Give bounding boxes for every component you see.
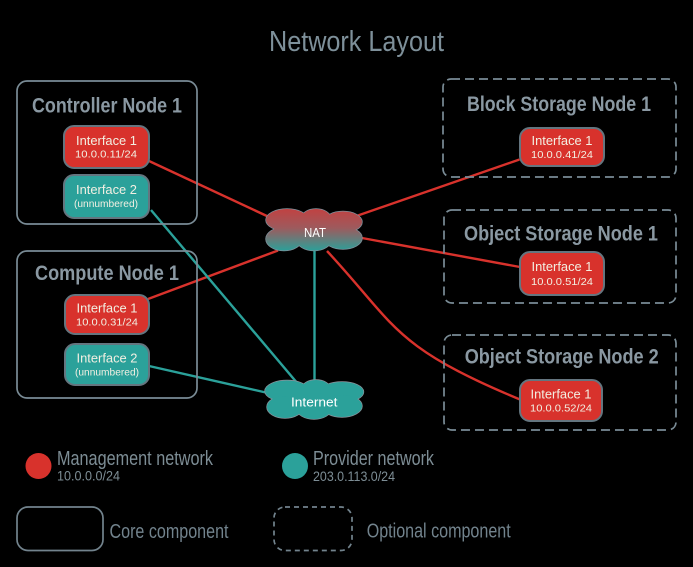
svg-text:Optional component: Optional component	[367, 521, 511, 543]
svg-text:Interface 1: Interface 1	[531, 388, 592, 402]
svg-text:Block Storage Node 1: Block Storage Node 1	[467, 92, 651, 116]
svg-text:Provider network: Provider network	[313, 448, 435, 470]
svg-text:Object Storage Node 2: Object Storage Node 2	[465, 345, 659, 369]
svg-text:203.0.113.0/24: 203.0.113.0/24	[313, 468, 395, 484]
svg-text:(unnumbered): (unnumbered)	[75, 367, 139, 379]
svg-text:10.0.0.41/24: 10.0.0.41/24	[531, 149, 593, 161]
svg-text:Management network: Management network	[57, 448, 214, 470]
svg-text:Controller Node 1: Controller Node 1	[32, 93, 182, 117]
svg-text:Interface 1: Interface 1	[532, 134, 593, 148]
svg-text:Compute Node 1: Compute Node 1	[35, 261, 179, 285]
svg-text:10.0.0.51/24: 10.0.0.51/24	[531, 276, 593, 288]
svg-text:(unnumbered): (unnumbered)	[74, 198, 138, 210]
svg-text:Interface 1: Interface 1	[76, 134, 137, 148]
svg-text:10.0.0.0/24: 10.0.0.0/24	[57, 467, 120, 483]
svg-text:NAT: NAT	[304, 225, 326, 240]
svg-text:Internet: Internet	[291, 395, 338, 410]
svg-text:10.0.0.52/24: 10.0.0.52/24	[530, 403, 592, 415]
svg-text:10.0.0.11/24: 10.0.0.11/24	[75, 149, 137, 161]
svg-text:Interface 2: Interface 2	[76, 183, 137, 197]
svg-text:Interface 1: Interface 1	[77, 302, 138, 316]
svg-text:Network Layout: Network Layout	[269, 26, 444, 58]
svg-text:10.0.0.31/24: 10.0.0.31/24	[76, 317, 138, 329]
svg-text:Interface 1: Interface 1	[532, 260, 593, 274]
svg-text:Interface 2: Interface 2	[77, 352, 138, 366]
svg-text:Object Storage Node 1: Object Storage Node 1	[464, 222, 658, 246]
svg-text:Core component: Core component	[110, 521, 229, 543]
